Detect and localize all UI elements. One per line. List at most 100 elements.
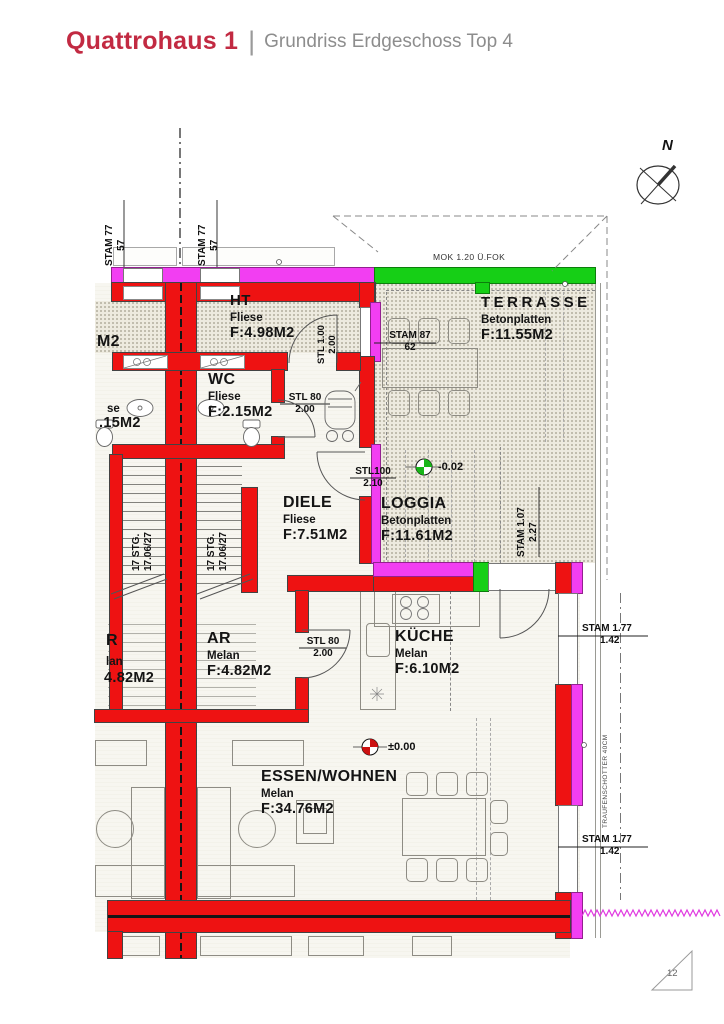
stair-treads-right-lower: [196, 616, 256, 706]
stair-dims: 17.06/27: [217, 532, 229, 571]
dim-text: STAM 77: [104, 224, 115, 267]
hatch-terrasse-loggia: [374, 283, 595, 563]
furniture-fragment: [308, 936, 364, 956]
terrasse-dashed-top: [386, 290, 595, 291]
dining-chair: [436, 858, 458, 882]
terrasse-joint-line: [545, 292, 546, 442]
wall-segment: [360, 283, 374, 307]
dim-stl100-ht: STL 1.00 2.00: [316, 325, 339, 364]
room-area: F:11.55M2: [481, 327, 554, 344]
facade-line: [595, 283, 596, 938]
hatch-ht: [196, 301, 360, 353]
dim-text: STAM 1.07: [516, 507, 527, 557]
side-table-neighbor: [96, 810, 134, 848]
dim-text: 62: [404, 341, 416, 353]
room-name: HT: [230, 292, 251, 309]
party-wall-axis: [180, 283, 182, 958]
wall-diele-bottom: [288, 576, 374, 591]
room-finish: Melan: [261, 787, 294, 800]
dim-text: STAM 87: [389, 330, 431, 341]
sideboard: [232, 740, 304, 766]
page-header: Quattrohaus 1 | Grundriss Erdgeschoss To…: [66, 26, 513, 57]
window: [123, 268, 163, 283]
terrace-chair: [448, 390, 470, 416]
window: [200, 268, 240, 283]
room-area: F:6.10M2: [395, 661, 460, 678]
dining-chair: [466, 858, 488, 882]
dim-traufenschotter: TRAUFENSCHOTTER 40CM: [602, 734, 609, 828]
wall-right-band: [572, 685, 582, 805]
neighbor-room-fragment: R: [106, 632, 118, 649]
room-area: F:4.98M2: [230, 325, 295, 342]
kitchen-sink: [366, 623, 390, 657]
room-finish: Melan: [207, 649, 240, 662]
wall-stair-right: [242, 488, 257, 592]
window-band-magenta: [371, 303, 380, 361]
dining-chair: [406, 772, 428, 796]
dim-stam87: STAM 87 62: [384, 330, 436, 353]
dim-text: 2.00: [313, 647, 333, 659]
sill-left: [113, 247, 177, 266]
dim-text: 57: [115, 239, 127, 251]
wall-bottom-axis: [108, 915, 570, 918]
green-post: [474, 563, 488, 591]
dimension-lines: [123, 200, 648, 848]
dim-text: STL 80: [288, 392, 322, 403]
dim-text: 1.42: [600, 845, 620, 857]
room-finish: Melan: [395, 647, 428, 660]
dim-stam107: STAM 1.07 2.27: [516, 507, 539, 557]
dim-stl100-diele: STL100 2.10: [350, 466, 396, 489]
dim-text: 2.00: [295, 403, 315, 415]
room-finish: Fliese: [283, 513, 316, 526]
wall-ar-right: [296, 678, 308, 712]
window: [360, 307, 371, 357]
room-finish: Fliese: [230, 311, 263, 324]
wc-fixtures: [95, 399, 261, 447]
door-arc-ar: [301, 629, 351, 679]
door-arc-entrance: [316, 451, 366, 501]
side-table: [238, 810, 276, 848]
wall-right-band: [572, 893, 582, 938]
title-divider: |: [248, 26, 256, 56]
boiler-symbol: [370, 687, 384, 701]
page-title: Quattrohaus 1: [66, 27, 239, 55]
stair-count: 17 STG.: [131, 533, 142, 571]
level-marker-loggia: [406, 458, 441, 476]
dim-text: STL 80: [306, 636, 340, 647]
terrace-table: [382, 348, 478, 388]
dim-stam177-a: STAM 1.77 1.42: [582, 623, 632, 646]
loggia-joint-line: [428, 450, 429, 562]
dim-mok: MOK 1.20 Ü.FOK: [433, 252, 506, 262]
terrace-chair: [418, 390, 440, 416]
window-niche: [200, 286, 240, 300]
sideboard-neighbor: [95, 740, 147, 766]
level-value-loggia: -0.02: [438, 461, 464, 473]
dining-chair: [490, 800, 508, 824]
traufe-dashdot-line: [620, 593, 621, 900]
door-arc-wc: [277, 399, 316, 438]
window: [558, 593, 578, 685]
sofa: [197, 787, 231, 899]
wall-segment: [360, 357, 374, 447]
door-arc-ht: [288, 314, 338, 364]
level-marker-interior: [353, 738, 387, 756]
window: [558, 805, 578, 893]
window-niche: [123, 286, 163, 300]
room-finish: Betonplatten: [381, 514, 452, 527]
room-label-terrasse: TERRASSE Betonplatten F:11.55M2: [481, 294, 591, 344]
wall-corner: [556, 563, 572, 593]
terrasse-dashed-left: [386, 292, 387, 560]
room-name: TERRASSE: [481, 294, 591, 311]
glass-door-band: [488, 563, 556, 591]
room-label-loggia: LOGGIA Betonplatten F:11.61M2: [381, 495, 453, 545]
room-finish: Fliese: [208, 390, 241, 403]
room-area: F:4.82M2: [207, 663, 272, 680]
stair-cut-lines: [110, 573, 254, 600]
dim-text: STAM 1.77: [582, 834, 632, 845]
facade-band-magenta: [112, 268, 375, 283]
sill-right: [182, 247, 335, 266]
level-value-interior: ±0.00: [388, 741, 416, 753]
neighbor-finish-fragment: se: [107, 403, 120, 415]
wall-left-outer: [110, 455, 122, 712]
